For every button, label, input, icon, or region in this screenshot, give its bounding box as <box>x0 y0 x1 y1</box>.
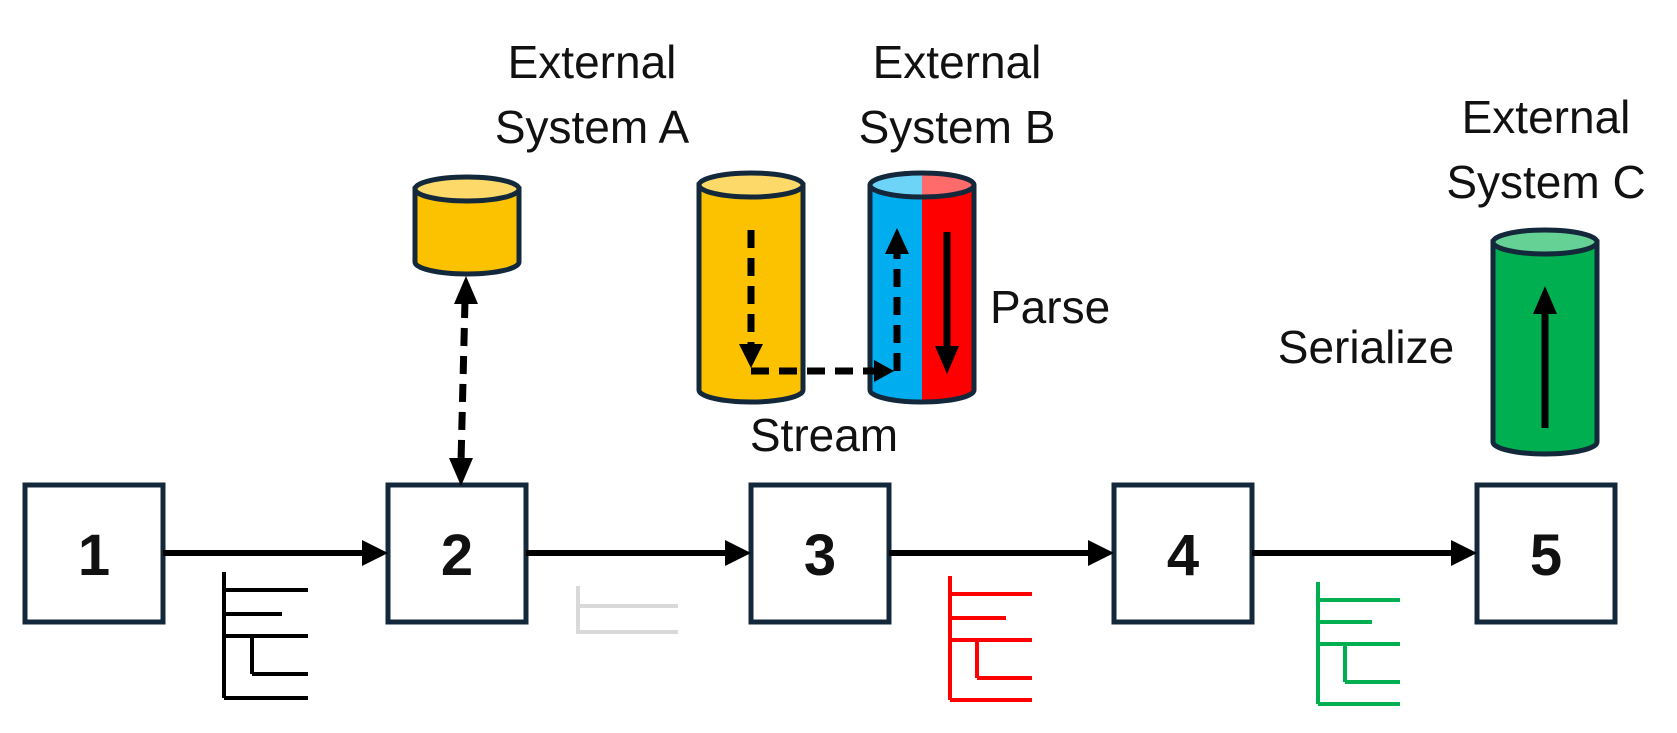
step-box-4: 4 <box>1111 482 1255 625</box>
flow-arrow-4-5 <box>1252 540 1477 566</box>
step-number-4: 4 <box>1167 523 1199 588</box>
step-number-1: 1 <box>78 523 110 588</box>
system-a-database-icon <box>412 174 522 277</box>
tree-icon-gray <box>576 586 678 634</box>
step-number-3: 3 <box>804 523 836 588</box>
system-b-label-line1: External <box>873 36 1042 88</box>
parse-arrow <box>935 232 959 374</box>
step-box-5: 5 <box>1474 482 1618 625</box>
serialize-label: Serialize <box>1278 321 1454 373</box>
stream-label: Stream <box>750 409 898 461</box>
system-c-label-line1: External <box>1462 91 1631 143</box>
step-box-2: 2 <box>385 482 529 625</box>
step-number-5: 5 <box>1530 523 1562 588</box>
step-box-1: 1 <box>22 482 166 625</box>
stream-flow-arrow <box>739 228 909 382</box>
parse-label: Parse <box>990 281 1110 333</box>
system-c-label-line2: System C <box>1446 156 1645 208</box>
system-a-exchange-arrow <box>449 276 478 486</box>
flow-arrow-1-2 <box>163 540 388 566</box>
system-a-label-line1: External <box>508 36 677 88</box>
tree-icon-red <box>948 576 1032 702</box>
flow-arrow-3-4 <box>889 540 1114 566</box>
flow-arrow-2-3 <box>526 540 751 566</box>
step-box-3: 3 <box>748 482 892 625</box>
serialize-arrow <box>1533 286 1557 428</box>
tree-icon-green <box>1316 582 1400 706</box>
tree-icon-black <box>222 572 308 700</box>
step-number-2: 2 <box>441 523 473 588</box>
system-a-label-line2: System A <box>495 101 690 153</box>
system-b-label-line2: System B <box>859 101 1056 153</box>
